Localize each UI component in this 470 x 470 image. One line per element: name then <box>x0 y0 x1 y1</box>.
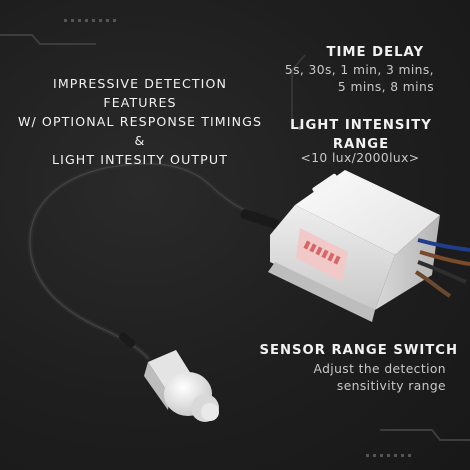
sensor-range-title: SENSOR RANGE SWITCH <box>259 343 458 358</box>
corner-line-bottom <box>380 429 470 441</box>
sensor-box-top <box>295 170 440 255</box>
light-intensity-title-line-1: LIGHT INTENSITY <box>290 118 432 133</box>
headline-line-2: W/ OPTIONAL RESPONSE TIMINGS & <box>17 114 263 148</box>
headline: IMPRESSIVE DETECTION FEATURES W/ OPTIONA… <box>14 74 266 169</box>
sensor-cable <box>27 161 303 361</box>
light-intensity-value: <10 lux/2000lux> <box>300 151 420 165</box>
dash-row <box>64 19 116 22</box>
sensor-range-line-2: sensitivity range <box>336 379 446 393</box>
time-delay-line-2: 5 mins, 8 mins <box>337 80 434 94</box>
sensor-range-line-1: Adjust the detection <box>313 362 446 376</box>
light-intensity-title: LIGHT INTENSITY RANGE <box>276 116 446 154</box>
sensor-range-description: Adjust the detection sensitivity range <box>266 361 446 395</box>
wire-black <box>417 260 467 284</box>
cable-sleeve <box>240 209 280 229</box>
sensor-head <box>144 350 219 422</box>
dip-switches <box>303 240 341 265</box>
corner-line-top <box>0 34 96 45</box>
connector-line-right <box>291 54 306 129</box>
light-intensity-title-line-2: RANGE <box>332 137 390 152</box>
dip-switch-block <box>296 228 348 282</box>
time-delay-title: TIME DELAY <box>326 45 424 60</box>
time-delay-line-1: 5s, 30s, 1 min, 3 mins, <box>284 63 434 77</box>
wire-brown <box>419 250 470 266</box>
wire-blue <box>417 238 470 252</box>
connector-dot <box>298 126 302 130</box>
sensor-box-side <box>375 215 440 310</box>
dash-row-bottom <box>366 454 411 457</box>
time-delay-values: 5s, 30s, 1 min, 3 mins, 5 mins, 8 mins <box>264 62 434 96</box>
headline-line-1: IMPRESSIVE DETECTION FEATURES <box>53 76 227 110</box>
headline-line-3: LIGHT INTESITY OUTPUT <box>52 152 228 167</box>
wire-brown-2 <box>414 270 452 298</box>
